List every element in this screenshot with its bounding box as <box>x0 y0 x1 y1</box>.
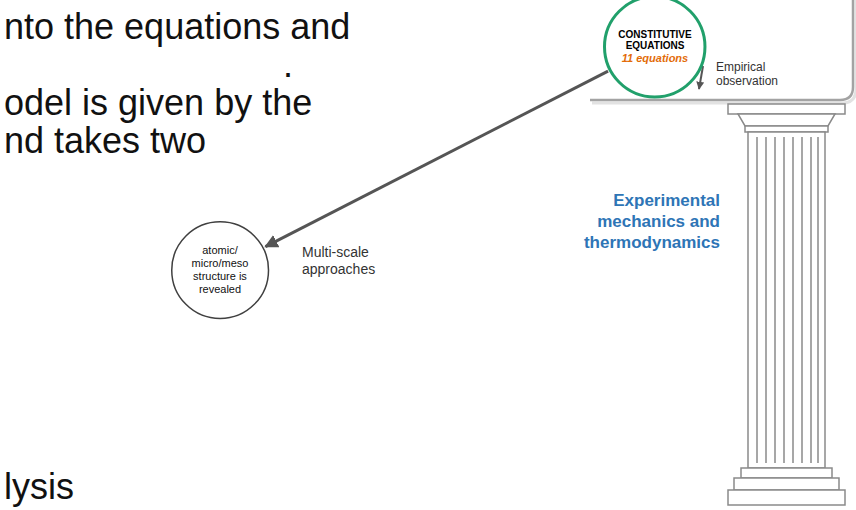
pillar-flute <box>817 137 819 463</box>
node-subtitle: 11 equations <box>622 52 688 65</box>
body-text: nd takes two <box>4 122 206 160</box>
pillar-flute <box>810 137 812 463</box>
circle-node: atomic/ micro/meso structure is revealed <box>171 221 269 319</box>
arrow-note: Empirical observation <box>716 60 798 88</box>
circle-shape <box>605 0 705 97</box>
node-text-group: CONSTITUTIVE EQUATIONS11 equations <box>613 29 697 65</box>
node-title: CONSTITUTIVE EQUATIONS <box>613 29 697 52</box>
pillar-echinus <box>738 114 835 126</box>
pillar-flute <box>792 137 794 463</box>
circle-shape <box>172 222 269 319</box>
pillar-flutes <box>757 137 818 463</box>
pillar-base <box>741 468 832 478</box>
body-text: . <box>283 46 293 84</box>
body-text: nto the equations and <box>4 8 350 46</box>
pillar-shaft <box>748 132 825 468</box>
pillar-caption: Experimental mechanics and thermodynamic… <box>572 190 720 253</box>
pillar-flute <box>765 137 767 463</box>
pillar-flute <box>783 137 785 463</box>
arrow-connector <box>265 71 608 247</box>
pillar-flute <box>756 137 758 463</box>
pillar-base <box>734 478 839 490</box>
circle-node: CONSTITUTIVE EQUATIONS11 equations <box>603 0 706 99</box>
pillar-abacus <box>728 104 845 114</box>
body-text: lysis <box>4 468 74 506</box>
pillar-illustration <box>728 104 845 505</box>
body-text: odel is given by the <box>4 84 312 122</box>
pillar-plinth <box>728 490 845 505</box>
connector-layer <box>265 71 608 247</box>
pillar-neck <box>745 126 828 132</box>
pillar-flute <box>801 137 803 463</box>
node-text-group: atomic/ micro/meso structure is revealed <box>184 244 256 297</box>
node-title: atomic/ micro/meso structure is revealed <box>184 244 256 297</box>
pillar-flute <box>774 137 776 463</box>
connector-label: Multi-scale approaches <box>302 244 390 278</box>
